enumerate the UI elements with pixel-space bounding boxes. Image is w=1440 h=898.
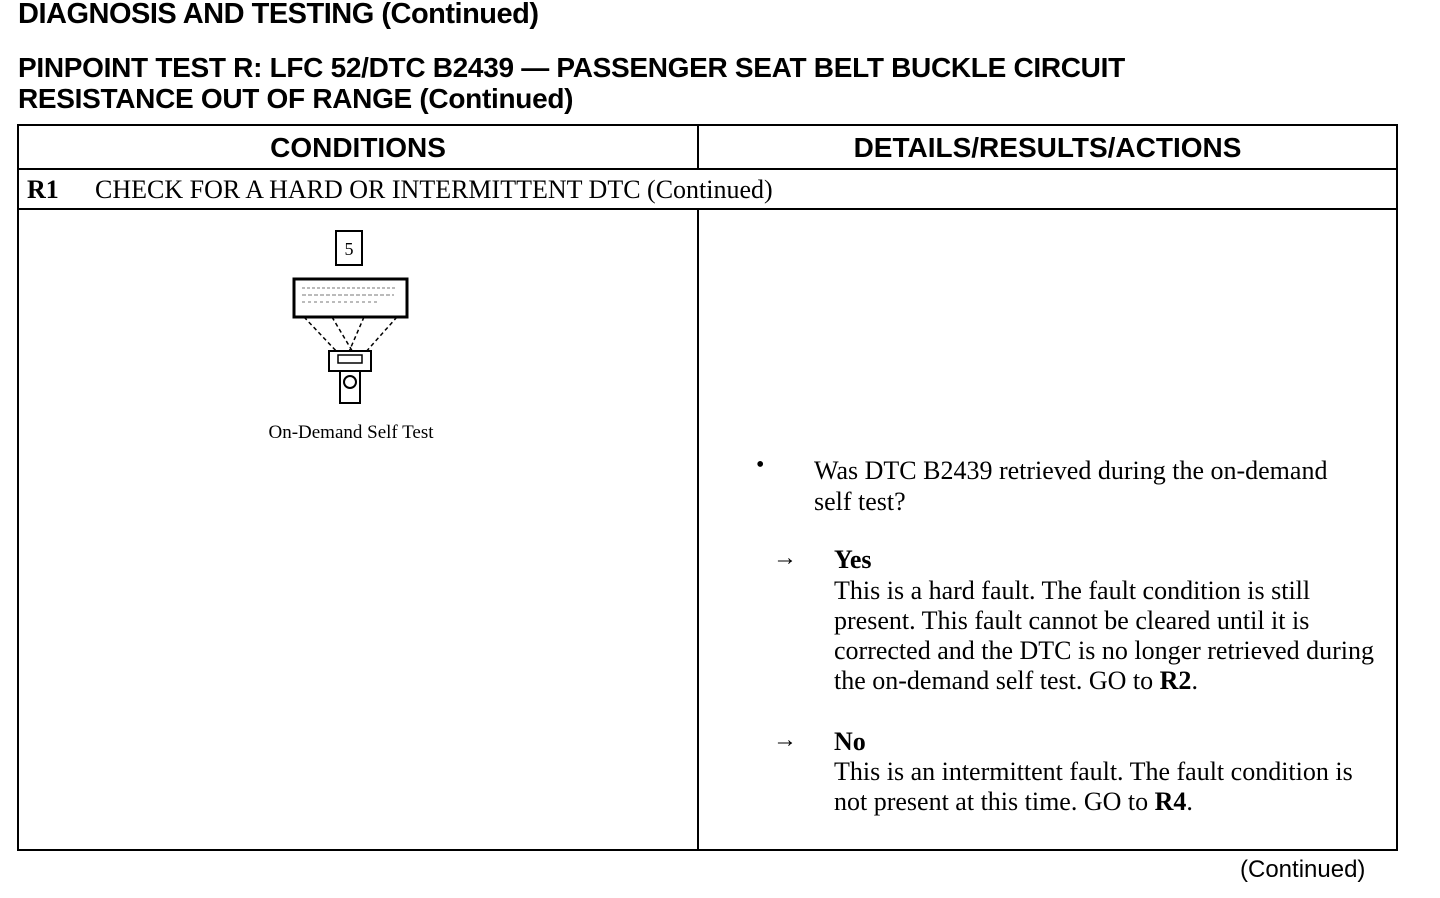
step-row: R1 CHECK FOR A HARD OR INTERMITTENT DTC … bbox=[19, 170, 1396, 210]
details-header: DETAILS/RESULTS/ACTIONS bbox=[853, 132, 1242, 163]
yes-label: Yes bbox=[834, 545, 872, 574]
column-divider bbox=[697, 210, 699, 849]
no-goto-step: R4 bbox=[1154, 787, 1187, 816]
pinpoint-title-line2: RESISTANCE OUT OF RANGE (Continued) bbox=[18, 83, 574, 114]
illustration-caption: On-Demand Self Test bbox=[268, 422, 434, 443]
step-title: CHECK FOR A HARD OR INTERMITTENT DTC (Co… bbox=[95, 175, 773, 204]
step-id: R1 bbox=[27, 175, 59, 204]
conditions-header: CONDITIONS bbox=[19, 126, 699, 168]
continued-footer: (Continued) bbox=[1240, 856, 1366, 883]
yes-result-body: This is a hard fault. The fault conditio… bbox=[834, 576, 1375, 695]
yes-arrow-icon: → bbox=[773, 545, 797, 571]
no-result-body: This is an intermittent fault. The fault… bbox=[834, 757, 1353, 816]
yes-goto-step: R2 bbox=[1159, 666, 1192, 695]
table-header-row: CONDITIONS DETAILS/RESULTS/ACTIONS bbox=[19, 126, 1396, 170]
no-arrow-icon: → bbox=[773, 727, 797, 753]
illustration-number: 5 bbox=[345, 239, 354, 259]
pinpoint-table: CONDITIONS DETAILS/RESULTS/ACTIONS R1 CH… bbox=[17, 124, 1398, 851]
no-label: No bbox=[834, 727, 866, 756]
section-title: DIAGNOSIS AND TESTING (Continued) bbox=[18, 0, 539, 30]
yes-result-text: This is a hard fault. The fault conditio… bbox=[834, 576, 1375, 695]
question-text: Was DTC B2439 retrieved during the on-de… bbox=[814, 456, 1328, 516]
question-bullet: • bbox=[756, 452, 765, 478]
pinpoint-title-line1: PINPOINT TEST R: LFC 52/DTC B2439 — PASS… bbox=[18, 52, 1125, 83]
no-result-text: This is an intermittent fault. The fault… bbox=[834, 757, 1353, 816]
pinpoint-test-title: PINPOINT TEST R: LFC 52/DTC B2439 — PASS… bbox=[18, 52, 1125, 114]
diagnostic-tool-icon: 5 bbox=[284, 229, 414, 409]
